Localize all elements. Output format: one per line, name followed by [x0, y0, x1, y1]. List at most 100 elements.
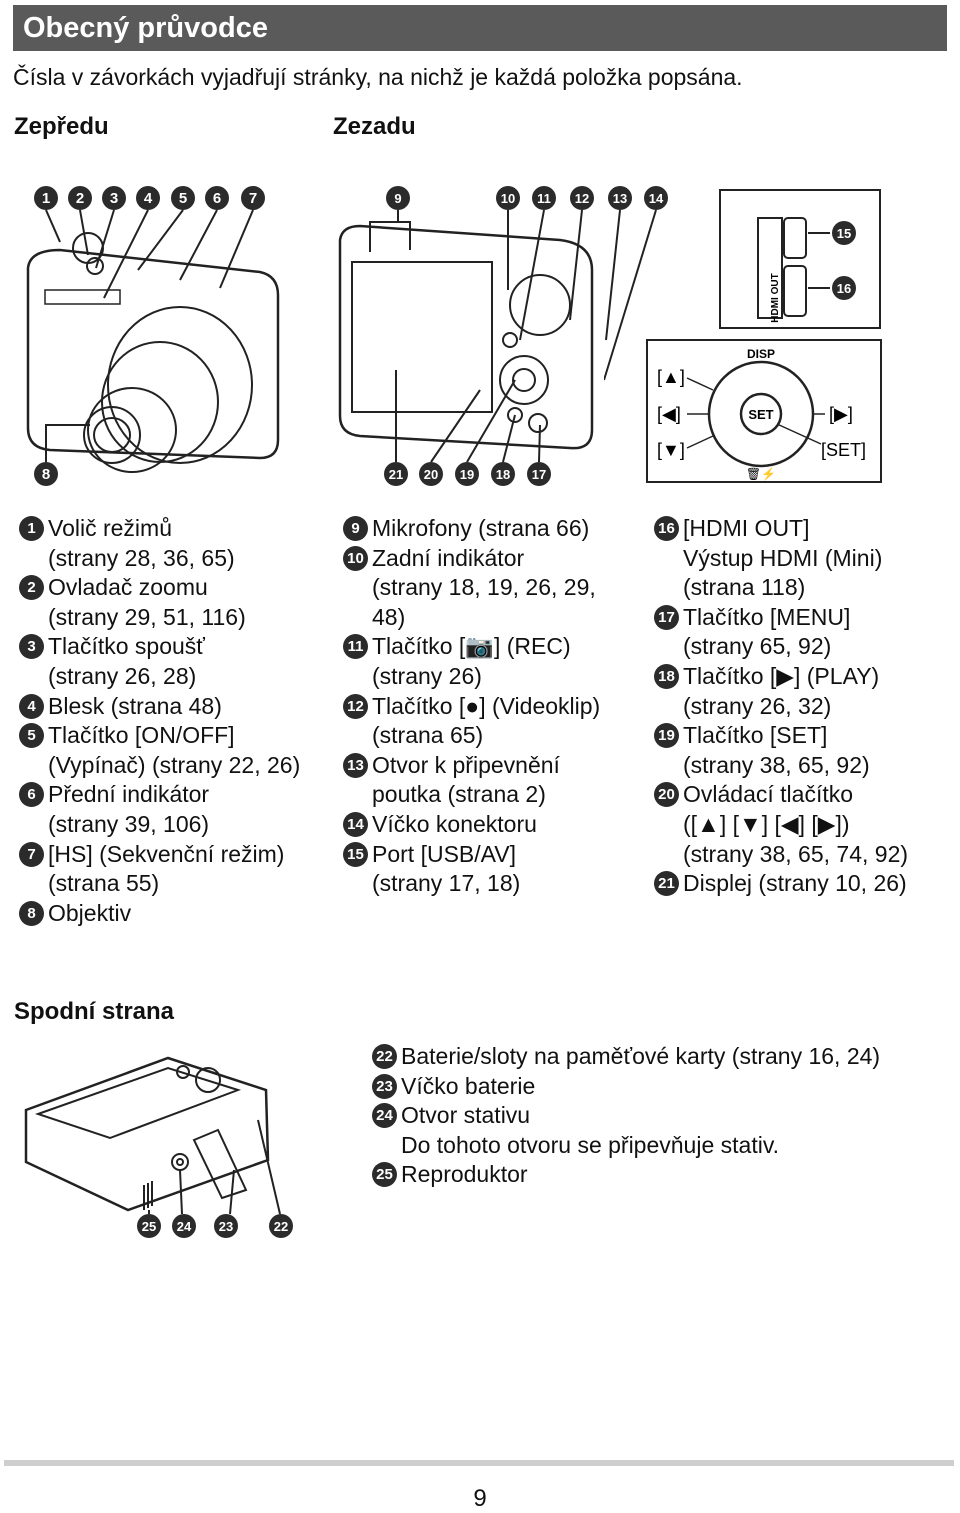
- item-number-badge: 22: [372, 1044, 397, 1069]
- item-number-badge: 13: [343, 752, 368, 778]
- item-text-line: Tlačítko [📷] (REC): [372, 633, 571, 660]
- item-text-line: (strana 65): [372, 722, 484, 749]
- side-parts-list: 16[HDMI OUT]Výstup HDMI (Mini)(strana 11…: [654, 514, 954, 899]
- front-label: Zepředu: [14, 113, 109, 140]
- svg-text:12: 12: [575, 191, 589, 206]
- item-text-line: Tlačítko [●] (Videoklip): [372, 692, 601, 719]
- item-text: Tlačítko [▶] (PLAY)(strany 26, 32): [683, 662, 879, 721]
- item-number-badge: 16: [654, 516, 679, 541]
- item-number-badge: 17: [654, 604, 679, 630]
- svg-text:11: 11: [537, 191, 551, 206]
- item-number-badge: 19: [654, 723, 679, 749]
- trash-flash-icon: 🗑⚡: [746, 467, 776, 481]
- control-pad-detail: DISP SET [▲] [◀] [▼] [▶] [SET] 🗑⚡: [646, 339, 882, 483]
- svg-text:10: 10: [501, 191, 515, 206]
- item-text-line: ([▲] [▼] [◀] [▶]): [683, 810, 850, 837]
- svg-text:3: 3: [110, 190, 118, 207]
- svg-text:15: 15: [837, 226, 851, 241]
- item-text-line: (strana 118): [683, 574, 806, 601]
- item-number-badge: 14: [343, 811, 368, 837]
- item-number-badge: 15: [343, 841, 368, 867]
- connector-panel-detail: HDMI OUT 15 16: [719, 189, 881, 329]
- item-text: Přední indikátor(strany 39, 106): [48, 780, 209, 839]
- item-text: Víčko baterie: [401, 1072, 535, 1102]
- item-number-badge: 5: [19, 723, 44, 749]
- back-label: Zezadu: [333, 113, 416, 140]
- disp-label: DISP: [747, 347, 775, 361]
- item-text-line: Tlačítko [SET]: [683, 722, 828, 749]
- item-text-line: Víčko baterie: [401, 1072, 536, 1099]
- item-text: Tlačítko spoušť(strany 26, 28): [48, 632, 205, 691]
- svg-text:18: 18: [496, 467, 510, 482]
- item-text-line: Blesk (strana 48): [48, 692, 222, 719]
- svg-text:5: 5: [179, 190, 187, 207]
- item-text-line: Přední indikátor: [48, 781, 210, 808]
- item-number-badge: 7: [19, 841, 44, 867]
- left-key-label: [◀]: [657, 404, 681, 424]
- item-text-line: Displej (strany 10, 26): [683, 870, 907, 897]
- item-text-line: (strany 38, 65, 74, 92): [683, 840, 909, 867]
- item-text-line: (strany 18, 19, 26, 29,: [372, 574, 596, 601]
- item-text-line: Výstup HDMI (Mini): [683, 544, 883, 571]
- item-text: [HDMI OUT]Výstup HDMI (Mini)(strana 118): [683, 514, 882, 603]
- item-text-line: (strany 26): [372, 662, 482, 689]
- list-item: 16[HDMI OUT]Výstup HDMI (Mini)(strana 11…: [654, 514, 954, 603]
- item-text-line: Zadní indikátor: [372, 544, 525, 571]
- svg-text:7: 7: [249, 190, 257, 207]
- item-text: Mikrofony (strana 66): [372, 514, 589, 544]
- svg-text:20: 20: [424, 467, 438, 482]
- svg-text:13: 13: [613, 191, 627, 206]
- item-text-line: (strany 65, 92): [683, 633, 832, 660]
- set-bracket-label: [SET]: [821, 440, 866, 460]
- item-number-badge: 1: [19, 516, 44, 541]
- item-text-line: Ovladač zoomu: [48, 574, 208, 601]
- item-text-line: Tlačítko [▶] (PLAY): [683, 662, 880, 689]
- item-text-line: (strany 29, 51, 116): [48, 603, 246, 630]
- item-number-badge: 4: [19, 693, 44, 719]
- item-number-badge: 2: [19, 575, 44, 601]
- item-number-badge: 8: [19, 900, 44, 926]
- item-text-line: (strany 28, 36, 65): [48, 544, 235, 571]
- item-text: Zadní indikátor(strany 18, 19, 26, 29,48…: [372, 544, 596, 633]
- item-text-line: (strany 38, 65, 92): [683, 751, 870, 778]
- intro-text: Čísla v závorkách vyjadřují stránky, na …: [13, 64, 743, 90]
- item-text-line: Reproduktor: [401, 1161, 528, 1188]
- item-text: Ovládací tlačítko([▲] [▼] [◀] [▶])(stran…: [683, 780, 908, 869]
- item-number-badge: 12: [343, 693, 368, 719]
- up-key-label: [▲]: [657, 367, 685, 387]
- svg-text:23: 23: [219, 1219, 233, 1234]
- svg-text:1: 1: [42, 190, 50, 207]
- item-text: Objektiv: [48, 899, 131, 929]
- svg-text:21: 21: [389, 467, 403, 482]
- page-number: 9: [473, 1485, 487, 1512]
- svg-text:4: 4: [144, 190, 153, 207]
- item-number-badge: 24: [372, 1103, 397, 1129]
- item-text: [HS] (Sekvenční režim)(strana 55): [48, 840, 284, 899]
- set-button-label: SET: [748, 407, 773, 422]
- item-text-line: Víčko konektoru: [372, 810, 537, 837]
- svg-text:2: 2: [76, 190, 84, 207]
